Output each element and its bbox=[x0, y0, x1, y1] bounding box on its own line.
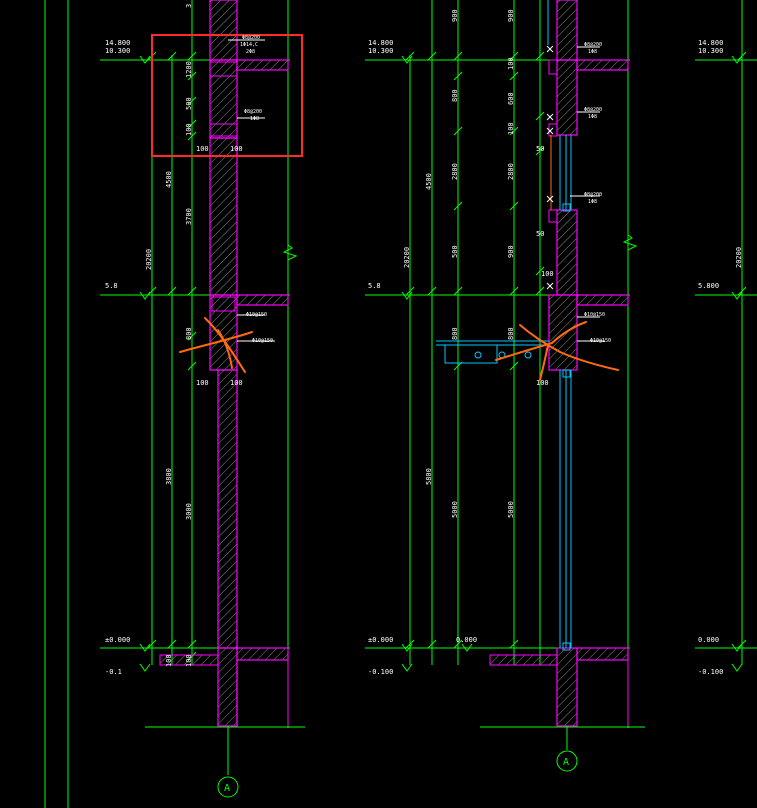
left-elev-top1: 14.800 bbox=[105, 39, 130, 47]
right-elev-ground: 0.000 bbox=[698, 636, 719, 644]
mid-elev-ground: ±0.000 bbox=[368, 636, 393, 644]
mid-c2-3: 2800 bbox=[451, 163, 459, 180]
left-dim-3800: 3800 bbox=[165, 468, 173, 485]
mid-c4-2: 50 bbox=[536, 230, 544, 238]
mid-rebar-7: Φ10@150 bbox=[584, 312, 605, 318]
left-rebar-7: Φ10@150 bbox=[252, 338, 273, 344]
axis-label-left: A bbox=[224, 783, 230, 794]
mid-rebar-6: 1Φ8 bbox=[588, 199, 597, 205]
left-elev-below: -0.1 bbox=[105, 668, 122, 676]
mid-elev-ground2: 0.000 bbox=[456, 636, 477, 644]
left-dim-d: 500 bbox=[185, 97, 193, 110]
right-elev-below: -0.100 bbox=[698, 668, 723, 676]
mid-elev-top1: 14.800 bbox=[368, 39, 393, 47]
left-hdim-4: 100 bbox=[230, 379, 243, 387]
right-dim-total: 20200 bbox=[735, 247, 743, 268]
mid-elev-top2: 10.300 bbox=[368, 47, 393, 55]
mid-c2-4: 500 bbox=[451, 245, 459, 258]
mid-dim-20200: 20200 bbox=[403, 247, 411, 268]
left-section bbox=[44, 0, 305, 808]
left-rebar-4: Φ8@200 bbox=[244, 109, 262, 115]
mid-dim-5800: 5800 bbox=[425, 468, 433, 485]
left-rebar-2: 1Φ14,C bbox=[240, 42, 258, 48]
left-dim-4500: 4500 bbox=[165, 171, 173, 188]
mid-rebar-5: Φ8@200 bbox=[584, 192, 602, 198]
left-dim-e: 100 bbox=[185, 123, 193, 136]
left-hdim-2: 100 bbox=[230, 145, 243, 153]
left-dim-g: 3000 bbox=[185, 503, 193, 520]
mid-c4-3: 100 bbox=[541, 270, 554, 278]
mid-c3-5: 2800 bbox=[507, 163, 515, 180]
mid-c2-6: 5000 bbox=[451, 501, 459, 518]
axis-label-mid: A bbox=[563, 757, 569, 768]
mid-elev-mid: 5.8 bbox=[368, 282, 381, 290]
left-dim-a: 3 bbox=[185, 4, 193, 8]
mid-rebar-1: Φ8@200 bbox=[584, 42, 602, 48]
right-elev-top2: 10.300 bbox=[698, 47, 723, 55]
mid-dim-4500: 4500 bbox=[425, 173, 433, 190]
left-dim-i: 100 bbox=[185, 654, 193, 667]
mid-rebar-2: 1Φ8 bbox=[588, 49, 597, 55]
left-rebar-3: 2Φ8 bbox=[246, 49, 255, 55]
right-elev-top1: 14.800 bbox=[698, 39, 723, 47]
mid-c3-1: 900 bbox=[507, 9, 515, 22]
left-hdim-1: 100 bbox=[196, 145, 209, 153]
left-elev-ground: ±0.000 bbox=[105, 636, 130, 644]
mid-c3-3: 600 bbox=[507, 92, 515, 105]
mid-c2-2: 800 bbox=[451, 89, 459, 102]
left-dim-c: 3700 bbox=[185, 208, 193, 225]
mid-rebar-4: 1Φ8 bbox=[588, 114, 597, 120]
mid-c3-8: 5000 bbox=[507, 501, 515, 518]
mid-c3-2: 100 bbox=[507, 57, 515, 70]
mid-elev-below: -0.100 bbox=[368, 668, 393, 676]
left-elev-mid: 5.8 bbox=[105, 282, 118, 290]
middle-section bbox=[365, 0, 645, 772]
left-rebar-1: Φ8@200 bbox=[242, 35, 260, 41]
mid-c2-1: 900 bbox=[451, 9, 459, 22]
mid-c4-1: 50 bbox=[536, 145, 544, 153]
left-dim-total: 20200 bbox=[145, 249, 153, 270]
right-section bbox=[695, 0, 757, 672]
left-elev-top2: 10.300 bbox=[105, 47, 130, 55]
mid-c3-7: 800 bbox=[507, 327, 515, 340]
mid-c3-6: 900 bbox=[507, 245, 515, 258]
mid-rebar-8: Φ10@150 bbox=[590, 338, 611, 344]
mid-c4-4: 100 bbox=[536, 379, 549, 387]
mid-c3-4: 100 bbox=[507, 122, 515, 135]
left-dim-h: 100 bbox=[165, 654, 173, 667]
left-hdim-3: 100 bbox=[196, 379, 209, 387]
left-dim-b: 1200 bbox=[185, 61, 193, 78]
right-elev-mid: 5.800 bbox=[698, 282, 719, 290]
mid-c2-5: 800 bbox=[451, 327, 459, 340]
mid-rebar-3: Φ8@200 bbox=[584, 107, 602, 113]
left-dim-f: 800 bbox=[185, 327, 193, 340]
left-rebar-6: Φ10@150 bbox=[246, 312, 267, 318]
left-rebar-5: 1Φ8 bbox=[250, 116, 259, 122]
